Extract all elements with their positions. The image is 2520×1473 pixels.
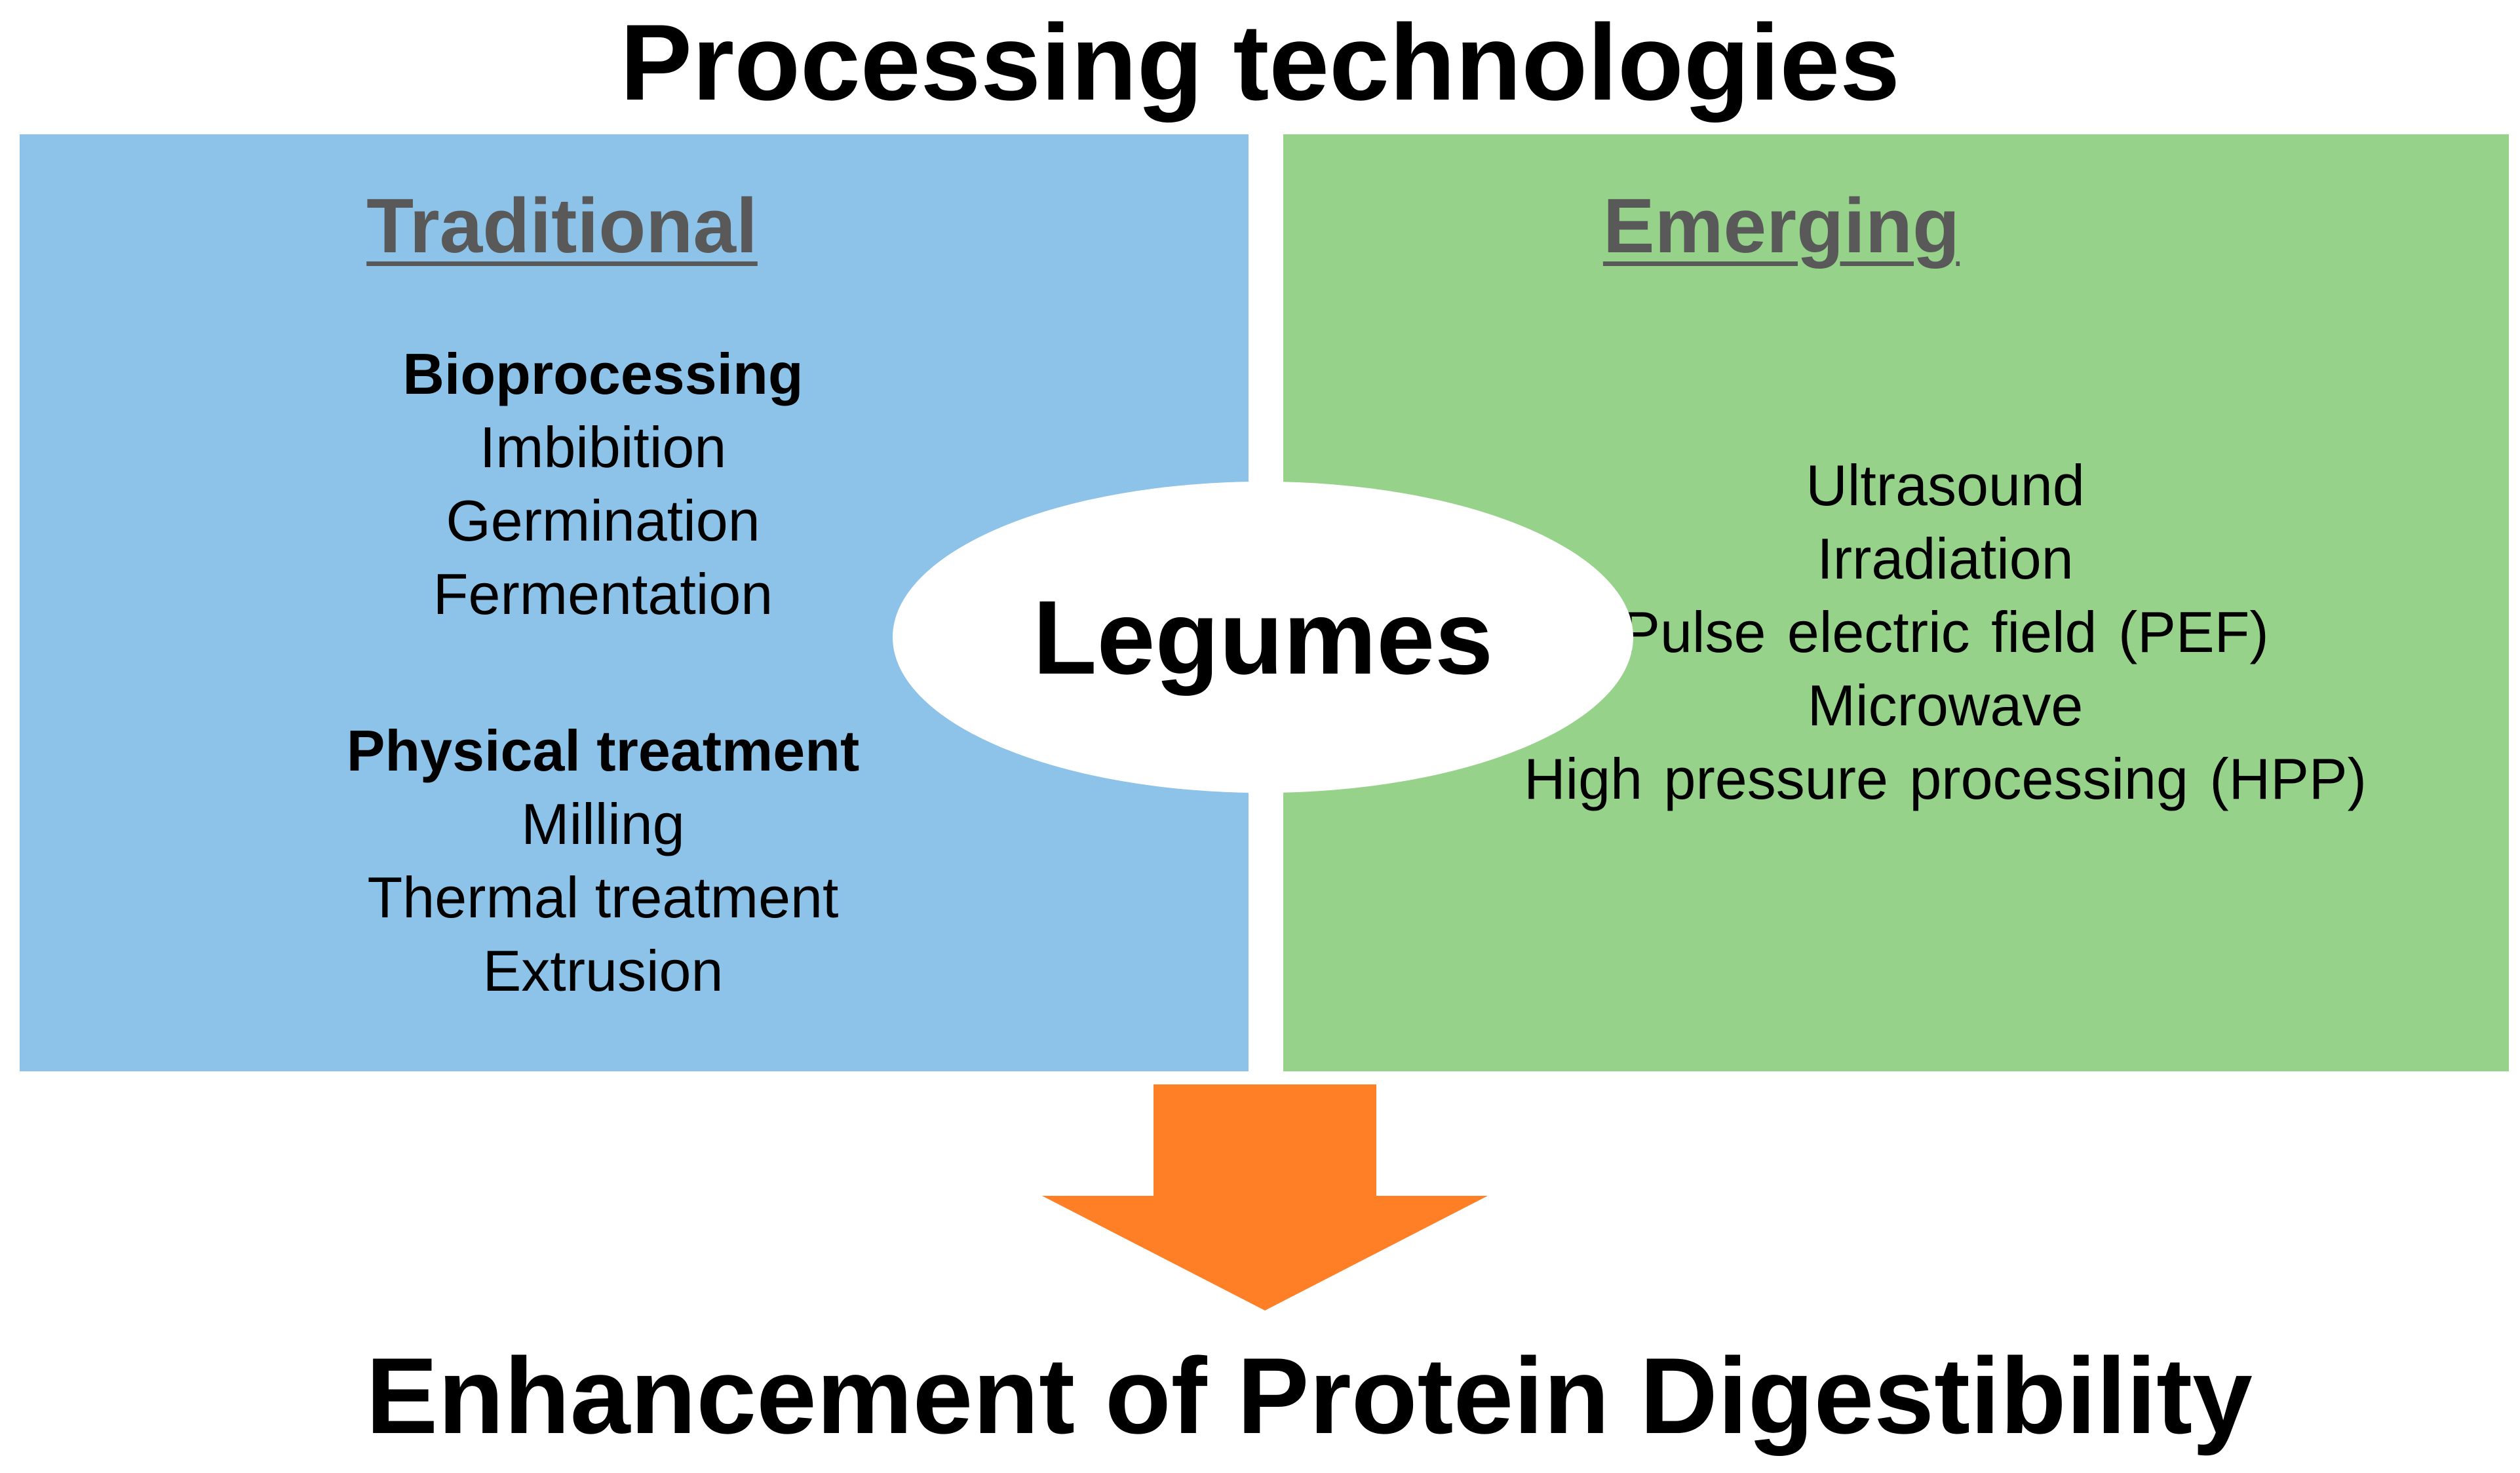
emerging-list: Ultrasound Irradiation Pulse electric fi…: [1480, 449, 2411, 816]
arrow-shape: [1042, 1084, 1488, 1310]
emerging-heading: Emerging: [1602, 183, 1960, 269]
legumes-ellipse: Legumes: [893, 482, 1633, 793]
list-item: Extrusion: [482, 938, 724, 1003]
group-title-physical-treatment: Physical treatment: [346, 718, 860, 783]
physical-treatment-group: Physical treatment Milling Thermal treat…: [321, 714, 885, 1008]
list-item: Ultrasound: [1806, 453, 2085, 518]
list-item: Germination: [446, 488, 760, 553]
bioprocessing-group: Bioprocessing Imbibition Germination Fer…: [347, 337, 859, 631]
outcome-title: Enhancement of Protein Digestibility: [366, 1335, 2253, 1456]
list-item: Microwave: [1807, 673, 2084, 738]
list-item: Milling: [521, 792, 685, 856]
list-item: High pressure processing (HPP): [1524, 746, 2367, 811]
list-item: Irradiation: [1817, 526, 2074, 591]
diagram-title: Processing technologies: [619, 2, 1900, 123]
list-item: Thermal treatment: [367, 865, 839, 930]
down-arrow-icon: [1042, 1084, 1488, 1310]
list-item: Imbibition: [479, 415, 727, 480]
list-item: Pulse electric field (PEF): [1621, 600, 2269, 664]
legumes-label: Legumes: [1032, 578, 1494, 696]
list-item: Fermentation: [433, 562, 773, 626]
traditional-heading: Traditional: [366, 183, 758, 269]
group-title-bioprocessing: Bioprocessing: [402, 341, 804, 406]
